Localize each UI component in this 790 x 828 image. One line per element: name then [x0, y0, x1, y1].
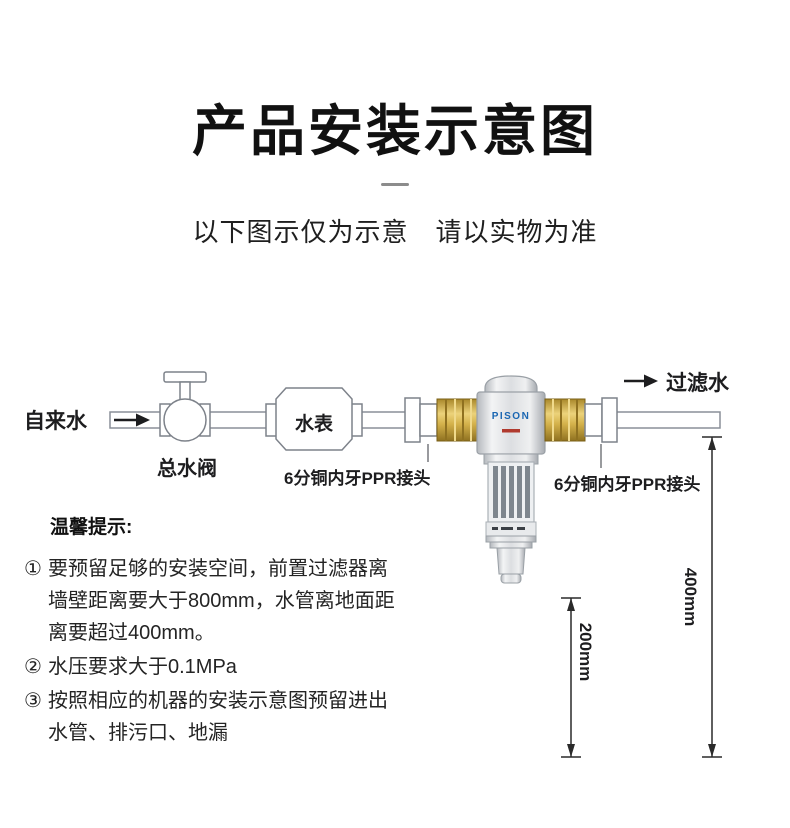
- outlet-flow-arrow-icon: [624, 374, 658, 388]
- filter-label-marks: [492, 527, 525, 530]
- tap-water-label: 自来水: [24, 410, 87, 433]
- filter-ring-lower: [489, 541, 533, 549]
- tips-title: 温馨提示:: [50, 517, 133, 538]
- filter-ring-upper: [485, 535, 537, 543]
- page-subtitle: 以下图示仅为示意 请以实物为准: [192, 217, 598, 247]
- water-meter: [265, 387, 363, 451]
- tip-item: ① 要预留足够的安装空间，前置过滤器离墙壁距离要大于800mm，水管离地面距离要…: [24, 553, 400, 649]
- tip-item: ③ 按照相应的机器的安装示意图预留进出水管、排污口、地漏: [24, 685, 400, 749]
- filter-dome: [484, 375, 538, 395]
- main-valve: [159, 371, 211, 442]
- filter-drain-cap: [500, 573, 522, 584]
- filter-head: [476, 391, 546, 455]
- prefilter-unit: [476, 375, 546, 584]
- tip-text: 按照相应的机器的安装示意图预留进出水管、排污口、地漏: [48, 690, 388, 744]
- brand-sub-mark: [502, 429, 520, 433]
- brass-fitting-left: [436, 398, 478, 442]
- brass-fitting-right: [544, 398, 586, 442]
- filter-mesh-slots: [493, 466, 530, 518]
- tip-number: ③: [24, 690, 42, 712]
- filter-drain-body: [496, 547, 526, 575]
- ppr-connector-left-label: 6分铜内牙PPR接头: [284, 469, 431, 488]
- dimension-400: [702, 436, 722, 758]
- tip-number: ①: [24, 558, 42, 580]
- pipe-union-left: [404, 397, 438, 443]
- ppr-connector-right-label: 6分铜内牙PPR接头: [554, 475, 701, 494]
- inlet-flow-arrow-icon: [114, 413, 150, 427]
- dimension-200-label: 200mm: [576, 622, 595, 682]
- page-title: 产品安装示意图: [191, 100, 598, 162]
- tip-number: ②: [24, 656, 42, 678]
- tip-item: ② 水压要求大于0.1MPa: [24, 651, 400, 683]
- tips-section: 温馨提示: ① 要预留足够的安装空间，前置过滤器离墙壁距离要大于800mm，水管…: [24, 512, 406, 751]
- ppr-leader-lines: [427, 444, 602, 468]
- water-meter-label: 水表: [294, 414, 333, 435]
- dimension-200: [561, 597, 581, 758]
- dimension-400-label: 400mm: [681, 567, 700, 627]
- pipe-union-right: [584, 397, 618, 443]
- brand-logo: PISON: [491, 411, 531, 422]
- title-divider: [381, 183, 409, 186]
- tip-text: 水压要求大于0.1MPa: [48, 656, 237, 678]
- main-valve-label: 总水阀: [157, 458, 217, 480]
- filtered-water-label: 过滤水: [666, 372, 729, 395]
- tip-text: 要预留足够的安装空间，前置过滤器离墙壁距离要大于800mm，水管离地面距离要超过…: [48, 558, 395, 644]
